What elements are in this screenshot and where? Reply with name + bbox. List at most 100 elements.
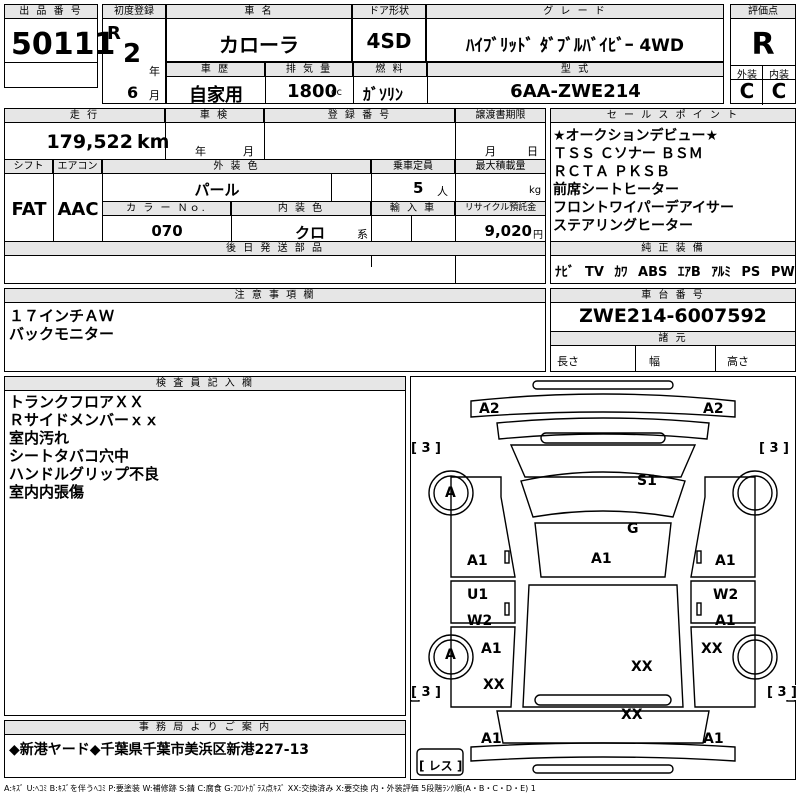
sales-point: ステアリングヒーター <box>553 218 693 234</box>
max-load-unit: kg <box>529 185 542 196</box>
sales-points-box: セ ー ル ス ポ イ ン ト ★オークションデビュー★ ＴＳＳ Ｃソナー ＢＳ… <box>550 108 796 284</box>
note-line: バックモニター <box>9 325 115 343</box>
chassis-number: ZWE214-6007592 <box>579 305 767 327</box>
inspector-line: Ｒサイドメンバーｘｘ <box>9 411 160 429</box>
displacement-unit: cc <box>331 87 342 98</box>
office-label: 事 務 局 よ り ご 案 内 <box>5 721 405 735</box>
note-line: １７インチＡＷ <box>9 307 115 325</box>
sales-points-label: セ ー ル ス ポ イ ン ト <box>551 109 795 123</box>
displacement-label: 排 気 量 <box>266 63 353 77</box>
mark-xx-left-quarter: XX <box>483 677 505 693</box>
model-box: 車 名 カローラ <box>166 4 352 62</box>
tire-rear-left: [ 3 ] <box>411 685 441 700</box>
interior-score: C <box>771 79 787 103</box>
mark-wheel-rear-left: A <box>445 647 456 663</box>
chassis-box: 車 台 番 号 ZWE214-6007592 諸 元 長さ 幅 高さ <box>550 288 796 372</box>
later-parts-label: 後 日 発 送 部 品 <box>5 242 545 256</box>
recycle-fee: 9,020 <box>484 222 532 240</box>
inspection-month-unit: 月 <box>243 145 254 158</box>
sales-point: ＴＳＳ Ｃソナー ＢＳＭ <box>553 146 703 162</box>
type-label: 型 式 <box>428 63 723 77</box>
tire-rear-right: [ 3 ] <box>767 685 797 700</box>
mark-w2-left: W2 <box>467 613 493 629</box>
inspector-line: シートタバコ穴中 <box>9 447 130 465</box>
interior-color: クロ <box>295 224 326 242</box>
reg-month: 6 <box>127 83 139 102</box>
doors-label: ドア形状 <box>353 5 425 19</box>
displacement: 1800 <box>287 81 338 102</box>
doors: 4SD <box>366 29 412 53</box>
lot-number-label: 出 品 番 号 <box>5 5 97 19</box>
score: R <box>751 27 775 62</box>
tire-front-left: [ 3 ] <box>411 441 441 456</box>
legend-text: A:ｷｽﾞ U:ﾍｺﾐ B:ｷｽﾞを伴うﾍｺﾐ P:要塗装 W:補修跡 S:錆 … <box>4 784 536 793</box>
mileage-unit: km <box>137 131 170 153</box>
plate-label: 登 録 番 号 <box>265 109 455 123</box>
length-label: 長さ <box>557 355 579 368</box>
lot-number-box: 出 品 番 号 50111 <box>4 4 115 88</box>
model: カローラ <box>219 33 299 57</box>
spare-tire-label: [ レス ] <box>419 759 463 773</box>
score-box: 評価点 R 外装 内装 C C <box>730 4 796 105</box>
equipment-item: ｴｱB <box>677 265 701 280</box>
color-label: 外 装 色 <box>103 160 371 174</box>
specs-label: 諸 元 <box>551 332 795 346</box>
office-box: 事 務 局 よ り ご 案 内 ◆新港ヤード◆千葉県千葉市美浜区新港227-13 <box>4 720 406 778</box>
mark-xx-bumper: XX <box>621 707 643 723</box>
mark-a1-bottom-left: A1 <box>481 731 502 747</box>
model-label: 車 名 <box>167 5 351 19</box>
capacity-label: 乗車定員 <box>372 160 455 174</box>
transfer-label: 譲渡書期限 <box>456 109 545 123</box>
capacity-unit: 人 <box>437 185 448 198</box>
fuel: ｶﾞｿﾘﾝ <box>363 85 404 104</box>
shift-label: シフト <box>5 160 53 174</box>
tire-front-right: [ 3 ] <box>759 441 789 456</box>
transfer-month-unit: 月 <box>485 145 496 158</box>
notes-label: 注 意 事 項 欄 <box>5 289 545 303</box>
transfer-day-unit: 日 <box>527 145 538 158</box>
type: 6AA-ZWE214 <box>510 81 641 102</box>
mark-a2-left: A2 <box>479 401 500 417</box>
ac: AAC <box>57 199 99 220</box>
equipment-item: ｶﾜ <box>614 265 628 280</box>
inspector-line: 室内汚れ <box>9 429 70 447</box>
inspector-label: 検 査 員 記 入 欄 <box>5 377 405 391</box>
vehicle-info-box: 走 行 車 検 登 録 番 号 譲渡書期限 179,522 km 年 月 月 日… <box>4 108 546 284</box>
mark-a1-right-door: A1 <box>715 553 736 569</box>
chassis-label: 車 台 番 号 <box>551 289 795 303</box>
sales-point: ＲＣＴＡ ＰＫＳＢ <box>553 164 670 180</box>
notes-list: １７インチＡＷ バックモニター <box>9 307 114 343</box>
mark-a1-right-rear: A1 <box>715 613 736 629</box>
mark-xx-trunk: XX <box>631 659 653 675</box>
interior-label: 内装 <box>769 70 789 81</box>
equipment-item: PS <box>741 265 761 280</box>
grade-box: グ レ ー ド ﾊｲﾌﾞﾘｯﾄﾞ ﾀﾞﾌﾞﾙﾊﾞｲﾋﾞｰ 4WD <box>426 4 724 62</box>
height-label: 高さ <box>727 355 749 368</box>
first-registration-box: 初度登録 R 2 年 6 月 <box>102 4 166 104</box>
mark-a2-right: A2 <box>703 401 724 417</box>
first-registration-label: 初度登録 <box>103 5 165 19</box>
exterior-color: パール <box>194 181 240 199</box>
shift: FAT <box>11 199 47 220</box>
color-no-label: カ ラ ー Ｎｏ. <box>103 202 231 216</box>
grade-label: グ レ ー ド <box>427 5 723 19</box>
reg-year: 2 <box>123 39 142 69</box>
equipment-label: 純 正 装 備 <box>551 242 795 256</box>
year-unit: 年 <box>149 65 160 78</box>
recycle-unit: 円 <box>533 230 543 241</box>
inspection-year-unit: 年 <box>195 145 206 158</box>
month-unit: 月 <box>149 89 160 102</box>
equipment-item: ﾅﾋﾞ <box>555 265 575 280</box>
era: R <box>107 23 121 44</box>
sales-point: フロントワイパーデアイサー <box>553 200 735 216</box>
equipment-list: ﾅﾋﾞ TV ｶﾜ ABS ｴｱB ｱﾙﾐ PS PW <box>555 261 795 280</box>
interior-color-label: 内 装 色 <box>232 202 371 216</box>
mark-u1: U1 <box>467 587 489 603</box>
capacity: 5 <box>413 179 424 197</box>
inspection-label: 車 検 <box>166 109 264 123</box>
interior-color-unit: 系 <box>357 228 368 241</box>
sales-point: ★オークションデビュー★ <box>553 128 719 144</box>
car-outline-icon <box>411 380 795 776</box>
mark-g: G <box>627 521 639 537</box>
sales-point: 前席シートヒーター <box>553 182 679 198</box>
